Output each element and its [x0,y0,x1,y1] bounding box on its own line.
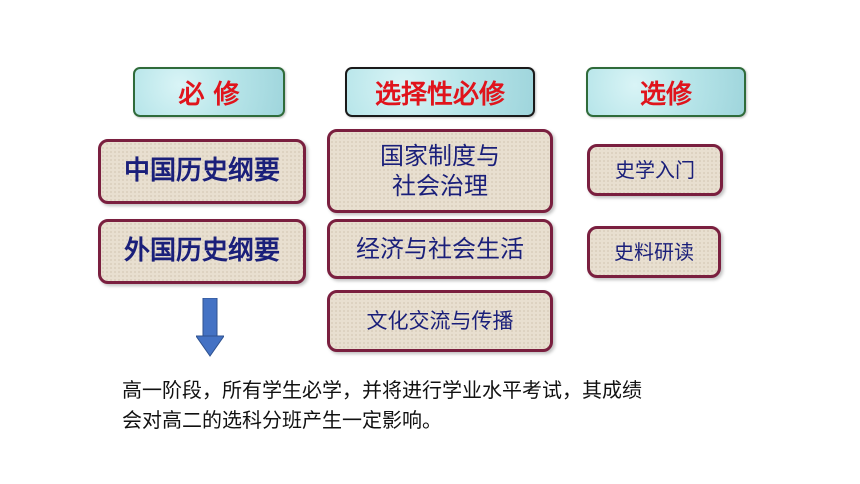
selective-course-label: 文化交流与传播 [366,308,514,333]
elective-course-box: 史料研读 [587,226,721,278]
required-course-box: 外国历史纲要 [98,219,306,284]
header-selective-required: 选择性必修 [345,67,535,117]
note-text: 高一阶段，所有学生必学，并将进行学业水平考试，其成绩 会对高二的选科分班产生一定… [122,378,642,432]
required-course-label: 中国历史纲要 [123,156,280,187]
header-selective-required-label: 选择性必修 [374,79,505,110]
down-arrow-icon [196,298,224,357]
selective-course-label: 国家制度与 社会治理 [380,142,500,200]
header-required-label: 必 修 [178,79,240,110]
header-required: 必 修 [133,67,285,117]
selective-course-label: 经济与社会生活 [356,235,524,263]
selective-course-box: 经济与社会生活 [327,219,553,279]
elective-course-label: 史料研读 [614,239,694,264]
selective-course-box: 国家制度与 社会治理 [327,129,553,213]
header-elective-label: 选修 [639,79,692,110]
header-elective: 选修 [586,67,746,117]
elective-course-label: 史学入门 [615,157,695,182]
elective-course-box: 史学入门 [587,144,723,196]
required-course-label: 外国历史纲要 [123,236,280,267]
required-course-box: 中国历史纲要 [98,139,306,204]
selective-course-box: 文化交流与传播 [327,290,553,352]
